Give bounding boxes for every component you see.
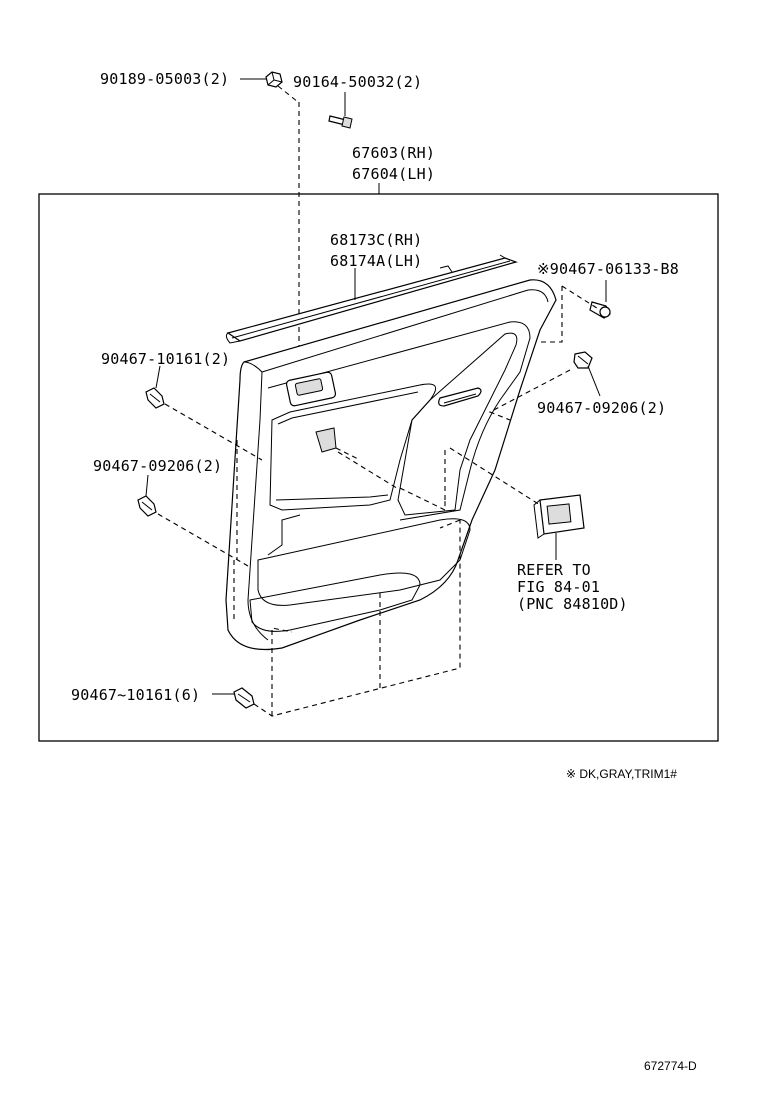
part-label: 90467-10161(2) (101, 350, 230, 368)
part-label: 90189-05003(2) (100, 70, 229, 88)
part-label: 67603(RH) (352, 144, 435, 162)
reference-note: REFER TO (517, 561, 591, 579)
leader-line (164, 403, 263, 461)
part-label: 90467-09206(2) (93, 457, 222, 475)
footnote: ※ DK,GRAY,TRIM1# (566, 767, 677, 781)
door-trim-panel (225, 279, 557, 651)
part-label: 90164-50032(2) (293, 73, 422, 91)
reference-note: (PNC 84810D) (517, 595, 628, 613)
part-label: 68173C(RH) (330, 231, 422, 249)
leader-line (253, 519, 461, 717)
leader-line (540, 285, 601, 343)
leader-line (277, 85, 299, 103)
leader-line (335, 447, 541, 506)
leader-line (155, 365, 161, 389)
trim-clip-icon (589, 301, 611, 319)
diagram-id: 672774-D (644, 1059, 697, 1073)
trim-clip-icon (137, 495, 157, 517)
trim-clip-icon (145, 387, 165, 409)
weatherstrip-icon (225, 254, 518, 344)
leader-line (488, 369, 571, 421)
part-label: 68174A(LH) (330, 252, 422, 270)
screw-icon (328, 115, 353, 129)
part-label: 90467-09206(2) (537, 399, 666, 417)
leader-line (145, 474, 149, 497)
nut-icon (265, 71, 283, 88)
leader-line (587, 365, 601, 397)
part-label: 67604(LH) (352, 165, 435, 183)
part-label: 90467~10161(6) (71, 686, 200, 704)
trim-clip-icon (573, 351, 593, 369)
part-label: ※90467-06133-B8 (537, 260, 679, 278)
leader-line (399, 487, 446, 511)
window-switch-icon (533, 494, 585, 539)
trim-clip-icon (233, 687, 255, 709)
reference-note: FIG 84-01 (517, 578, 600, 596)
